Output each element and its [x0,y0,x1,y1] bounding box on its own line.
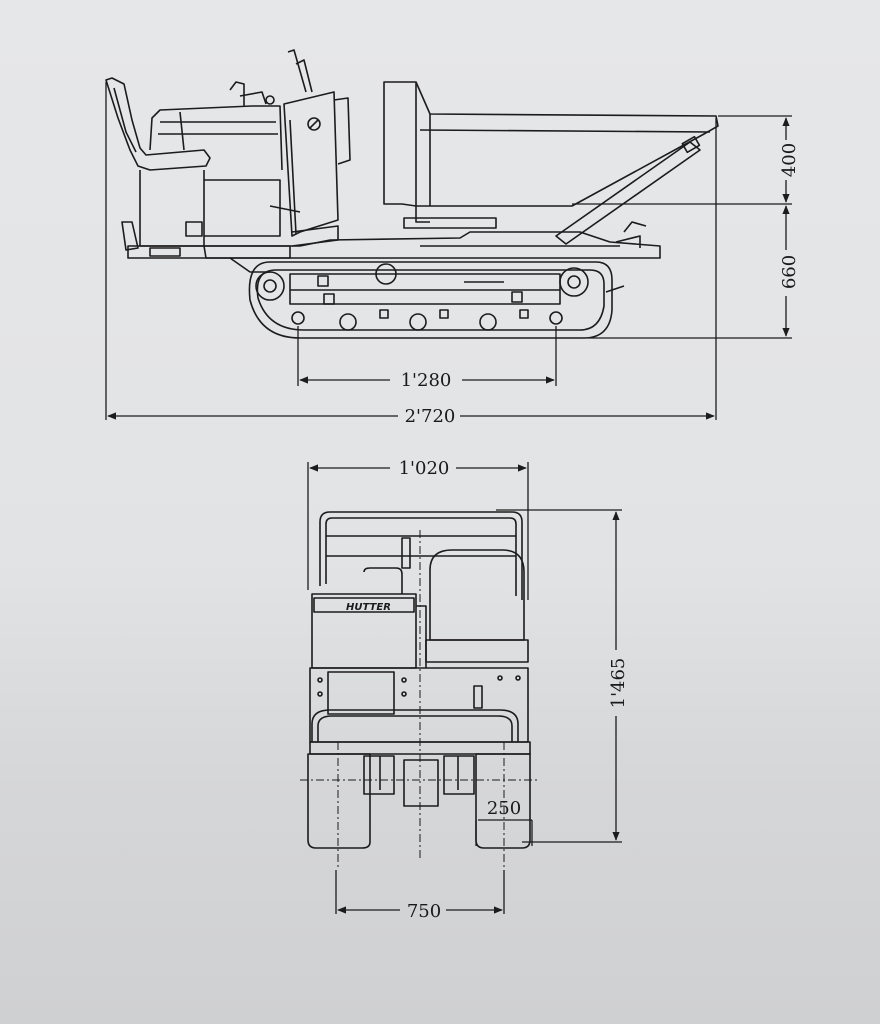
dim-track-width: 250 [487,798,521,819]
dim-height-bucket: 400 [779,143,800,177]
engine-box [311,567,427,669]
dim-track-gauge: 750 [407,901,441,922]
dim-height-track: 660 [779,255,800,289]
dim-overall-width: 1'020 [399,458,450,479]
dim-wheelbase: 1'280 [401,370,452,391]
dumper-bucket [383,81,719,229]
side-view [105,49,792,420]
track-undercarriage [248,261,625,339]
engine-hood [149,81,283,171]
centerlines [300,530,540,870]
dim-overall-length: 2'720 [405,406,456,427]
front-dimension-lines [307,462,622,914]
dim-overall-height: 1'465 [608,658,629,709]
side-dimension-lines [105,82,792,420]
front-seat [425,549,529,663]
tipping-ram [555,135,701,248]
front-body [309,667,529,743]
chassis [203,231,661,273]
roll-bar [319,511,523,600]
rear-handle [121,221,291,259]
control-tower [269,49,351,247]
brand-label: HUTTER [346,602,391,613]
operator-seat [105,77,281,247]
front-handle [309,709,531,755]
front-view: HUTTER [300,462,622,914]
